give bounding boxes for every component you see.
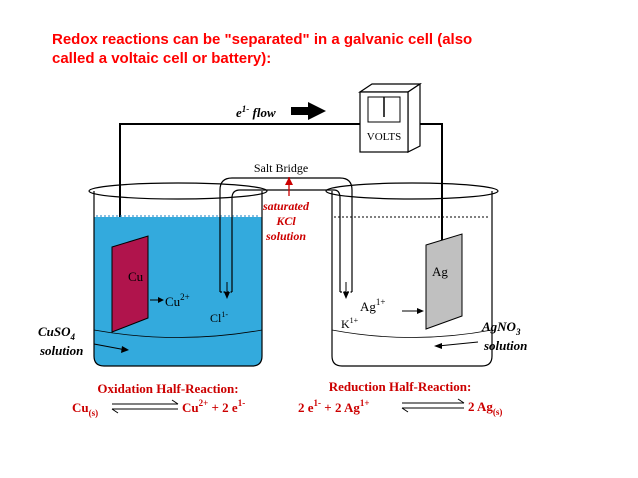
- cl-ion-label: Cl1-: [210, 310, 228, 325]
- oxidation-title: Oxidation Half-Reaction:: [97, 381, 238, 396]
- oxidation-products: Cu2+ + 2 e1-: [182, 398, 245, 415]
- external-wire: [119, 123, 360, 247]
- left-beaker: [88, 182, 268, 367]
- ag-electrode: [425, 233, 463, 330]
- salt-bridge-label: Salt Bridge: [254, 161, 308, 175]
- voltmeter-label: VOLTS: [367, 131, 401, 143]
- reduction-equilibrium-arrow: [401, 398, 465, 413]
- ag-electrode-label: Ag: [432, 264, 448, 279]
- cu-electrode-label: Cu: [128, 269, 144, 284]
- right-beaker: [325, 182, 499, 367]
- external-wire-right: [418, 123, 443, 247]
- cuso4-label: CuSO4: [38, 324, 76, 342]
- agno3-label: AgNO3: [481, 319, 521, 337]
- salt-bridge-content-2: KCl: [275, 214, 296, 228]
- electron-flow-arrow: [291, 102, 326, 120]
- salt-bridge-content-3: solution: [265, 229, 306, 243]
- reduction-reactants: 2 e1- + 2 Ag1+: [298, 398, 370, 415]
- oxidation-reactant: Cu(s): [72, 400, 98, 418]
- salt-bridge-tube: [219, 177, 353, 293]
- reduction-title: Reduction Half-Reaction:: [329, 379, 472, 394]
- cuso4-solution-label: solution: [39, 343, 83, 358]
- cu-electrode: [111, 235, 149, 333]
- cu2-ion-label: Cu2+: [165, 292, 190, 309]
- reduction-product: 2 Ag(s): [468, 399, 502, 417]
- agno3-solution-label: solution: [483, 338, 527, 353]
- ag-ion-label: Ag1+: [360, 297, 385, 314]
- k-ion-label: K1+: [341, 316, 359, 331]
- oxidation-equilibrium-arrow: [111, 399, 179, 414]
- slide-title-line-2: called a voltaic cell or battery):: [52, 50, 272, 67]
- voltmeter: VOLTS: [358, 82, 422, 153]
- electron-flow-label: e1- flow: [236, 104, 276, 120]
- salt-bridge-content-1: saturated: [262, 199, 310, 213]
- slide-title-line-1: Redox reactions can be "separated" in a …: [52, 31, 473, 48]
